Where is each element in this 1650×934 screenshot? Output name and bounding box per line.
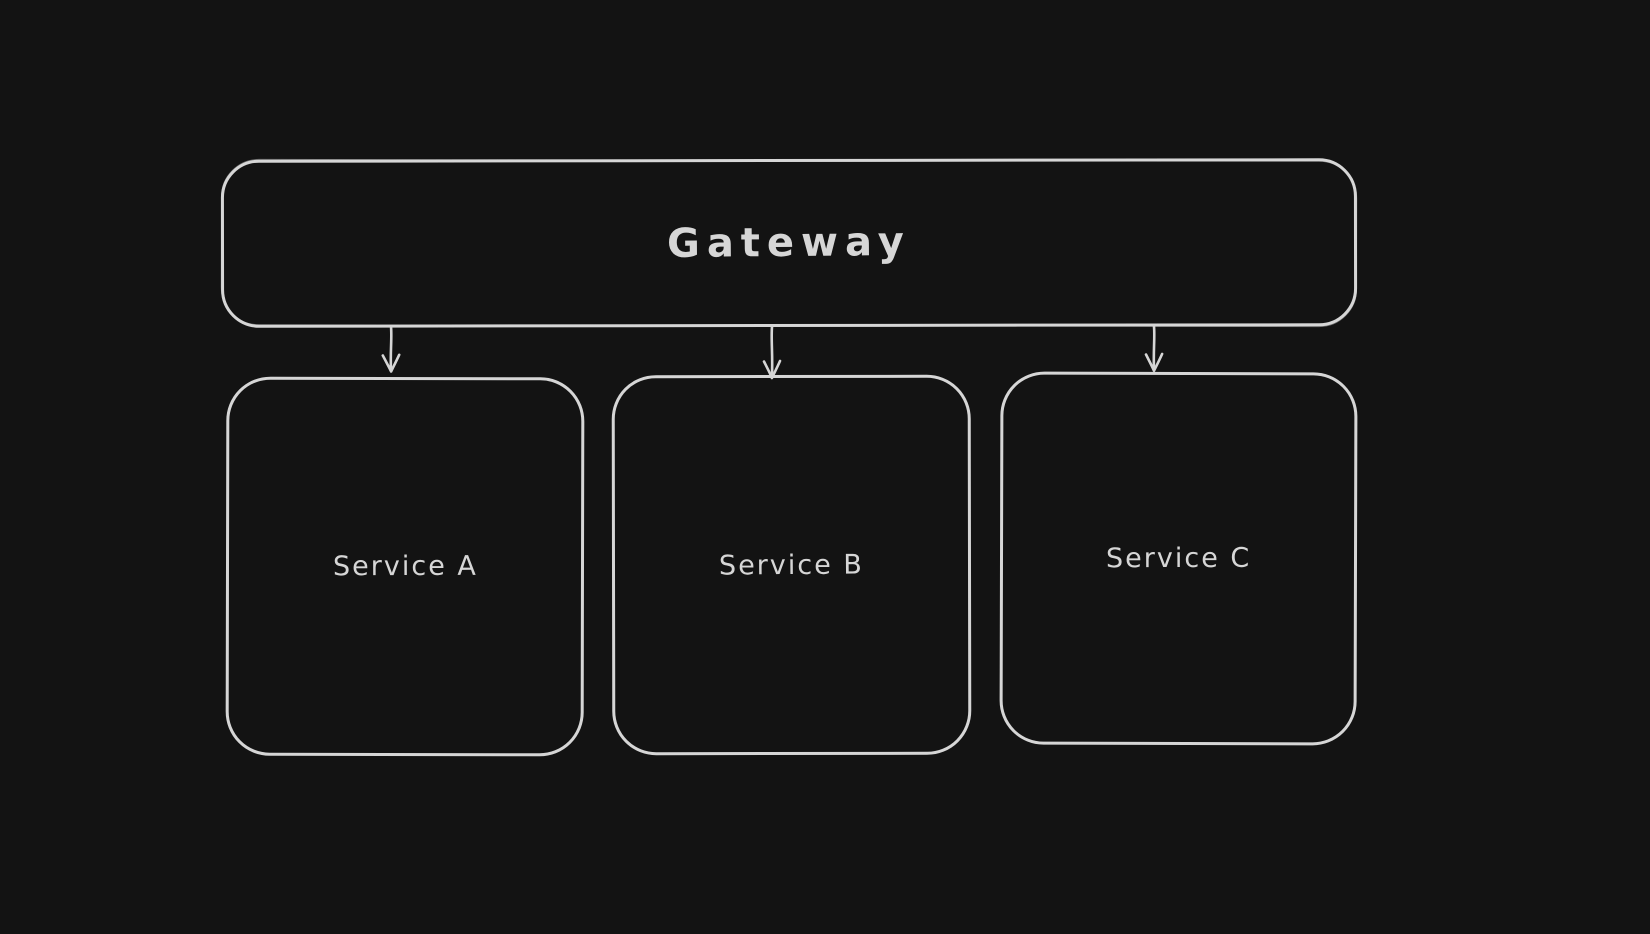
service-a-label: Service A [332,550,478,583]
gateway-node: Gateway [220,158,1358,328]
arrow-gateway-to-service-c-icon [1144,325,1164,373]
service-b-node: Service B [611,374,972,756]
service-a-node: Service A [225,376,585,757]
gateway-label: Gateway [666,218,912,268]
service-c-node: Service C [999,371,1358,746]
arrow-gateway-to-service-a-icon [381,325,401,373]
service-c-label: Service C [1105,542,1252,575]
arrow-gateway-to-service-b-icon [762,325,782,380]
service-b-label: Service B [718,548,865,582]
